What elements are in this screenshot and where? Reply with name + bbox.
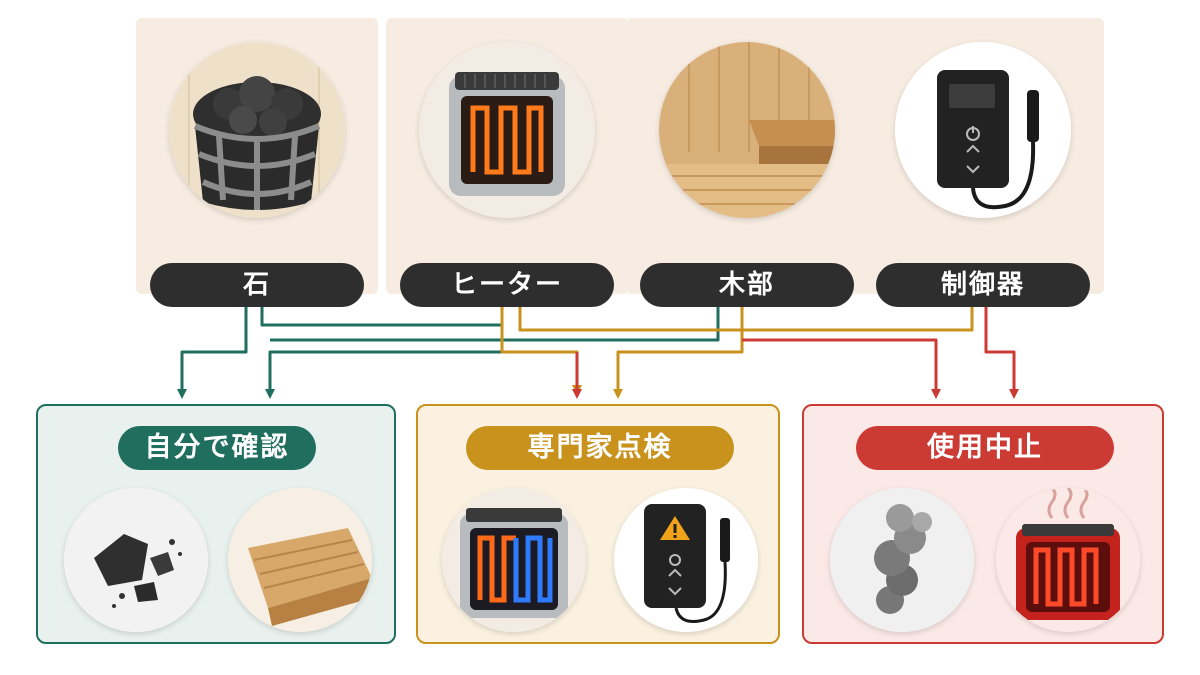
electric-heater-icon bbox=[419, 42, 595, 218]
line-heater-to-stop bbox=[742, 340, 936, 394]
wooden-bench-icon bbox=[659, 42, 835, 218]
crumbling-stone-image bbox=[64, 488, 208, 632]
component-label-controller: 制御器 bbox=[876, 263, 1090, 307]
cracked-wood-image bbox=[228, 488, 372, 632]
sauna-stones-basket-icon bbox=[169, 42, 345, 218]
control-panel-icon bbox=[895, 42, 1071, 218]
line-heater-to-expert bbox=[502, 300, 577, 390]
wood-image bbox=[659, 42, 835, 218]
action-title-self-check: 自分で確認 bbox=[118, 426, 316, 470]
line-stone-to-self-check bbox=[182, 300, 246, 394]
smoke-icon bbox=[830, 488, 974, 632]
uneven-heater-element-icon bbox=[442, 488, 586, 632]
component-card-heater: ヒーター bbox=[386, 18, 628, 294]
component-label-stone: 石 bbox=[150, 263, 364, 307]
overheating-heater-icon bbox=[996, 488, 1140, 632]
component-card-wood: 木部 bbox=[626, 18, 868, 294]
controller-image bbox=[895, 42, 1071, 218]
uneven-heater-image bbox=[442, 488, 586, 632]
action-box-stop-use: 使用中止 bbox=[802, 404, 1164, 644]
controller-warning-image bbox=[614, 488, 758, 632]
component-card-stone: 石 bbox=[136, 18, 378, 294]
component-card-controller: 制御器 bbox=[862, 18, 1104, 294]
smoke-image bbox=[830, 488, 974, 632]
heater-image bbox=[419, 42, 595, 218]
action-title-stop-use: 使用中止 bbox=[856, 426, 1114, 470]
crumbling-stone-icon bbox=[64, 488, 208, 632]
component-label-wood: 木部 bbox=[640, 263, 854, 307]
stone-image bbox=[169, 42, 345, 218]
controller-warning-icon bbox=[614, 488, 758, 632]
action-box-expert-inspection: 専門家点検 bbox=[416, 404, 780, 644]
cracked-wood-icon bbox=[228, 488, 372, 632]
line-controller-to-stop bbox=[986, 300, 1014, 394]
action-title-expert-inspection: 専門家点検 bbox=[466, 426, 734, 470]
action-box-self-check: 自分で確認 bbox=[36, 404, 396, 644]
line-stone-to-self-check-2 bbox=[262, 300, 502, 394]
overheating-heater-image bbox=[996, 488, 1140, 632]
line-wood-to-expert bbox=[618, 300, 742, 394]
component-label-heater: ヒーター bbox=[400, 263, 614, 307]
